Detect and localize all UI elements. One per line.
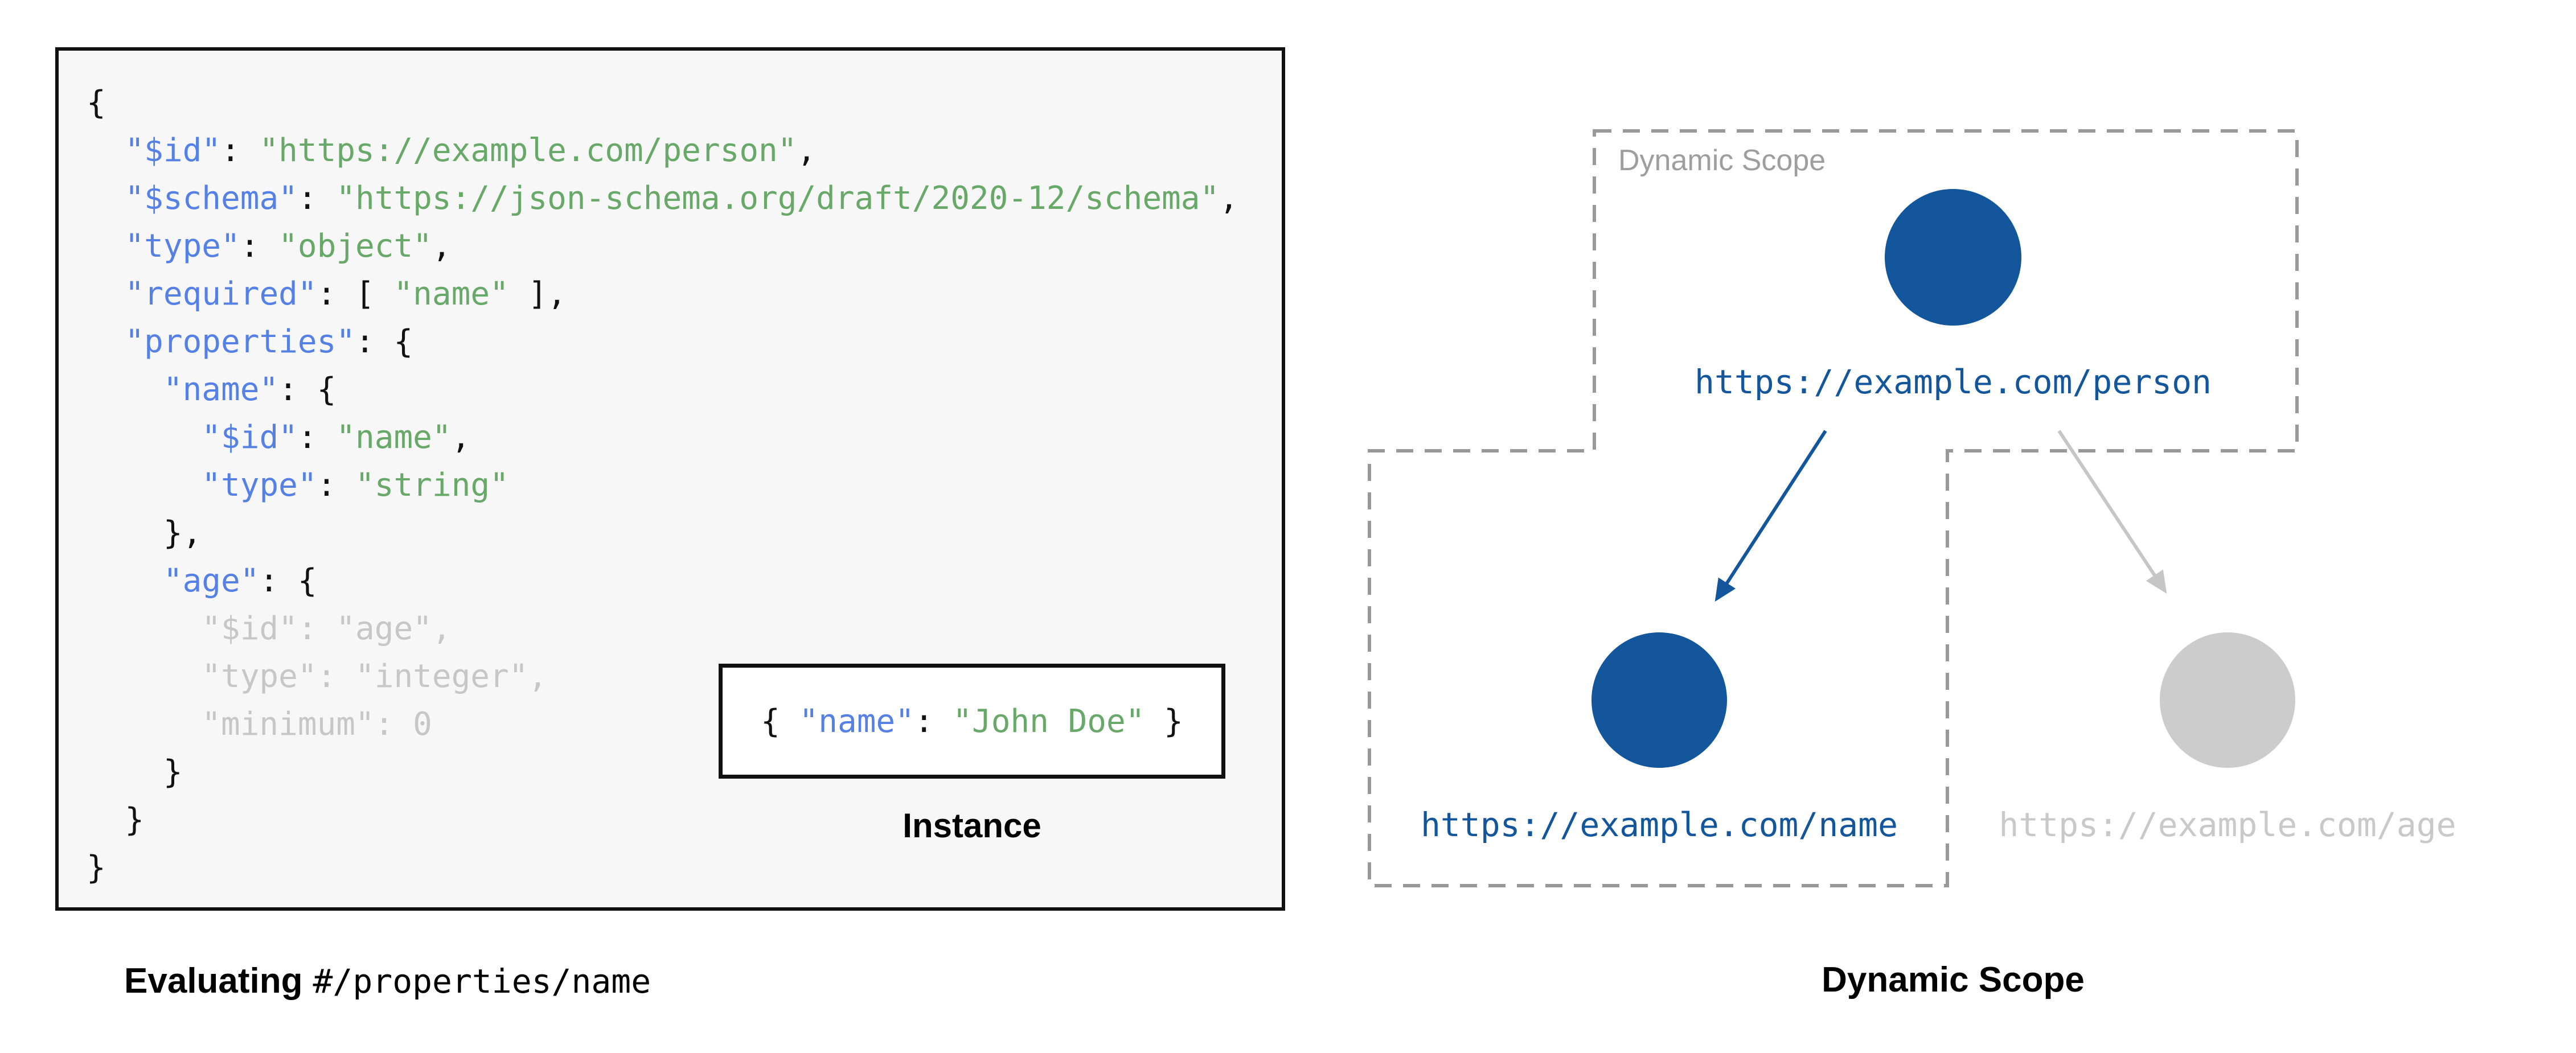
person-to-name-arrow [1714, 430, 1827, 602]
code-line: "minimum": 0 [87, 706, 432, 743]
name-node-circle [1591, 632, 1727, 768]
code-line: "$schema": "https://json-schema.org/draf… [125, 180, 1238, 217]
evaluating-caption-bold: Evaluating [124, 961, 303, 1001]
name-node-url: https://example.com/name [1420, 805, 1898, 844]
code-line: } [87, 754, 183, 791]
instance-label: Instance [903, 807, 1041, 845]
code-line: "name": { [163, 371, 337, 408]
schema-code: { "$id": "https://example.com/person", "… [87, 79, 1282, 892]
code-line: "required": [ "name" ], [125, 275, 567, 312]
code-line: "$id": "name", [202, 419, 471, 456]
dynamic-scope-region-label: Dynamic Scope [1618, 144, 1826, 177]
code-line: "properties": { [125, 323, 413, 360]
instance-box: { "name": "John Doe" } [719, 664, 1225, 779]
person-to-age-arrow [2057, 430, 2167, 594]
code-line: { "name": "John Doe" } [761, 702, 1183, 740]
schema-code-box: { "$id": "https://example.com/person", "… [55, 47, 1285, 911]
code-line: { [87, 84, 106, 121]
code-line: } [87, 849, 106, 886]
age-node-url: https://example.com/age [1999, 805, 2456, 844]
dynamic-scope-caption: Dynamic Scope [1822, 960, 2085, 999]
code-line: "type": "integer", [87, 658, 548, 695]
evaluating-caption-pointer: #/properties/name [313, 962, 651, 1001]
evaluating-caption: Evaluating #/properties/name [124, 961, 651, 1010]
person-node-circle [1885, 189, 2021, 326]
code-line: } [87, 801, 145, 838]
code-line: "type": "object", [125, 228, 452, 265]
code-line: "$id": "age", [87, 610, 452, 647]
code-line: "type": "string" [202, 467, 509, 504]
dynamic-scope-boundary [1368, 129, 2299, 887]
code-line: "$id": "https://example.com/person", [125, 132, 817, 169]
code-line: "age": { [163, 562, 317, 599]
person-node-url: https://example.com/person [1695, 363, 2212, 401]
age-node-circle [2160, 632, 2295, 768]
code-line: }, [87, 515, 202, 552]
